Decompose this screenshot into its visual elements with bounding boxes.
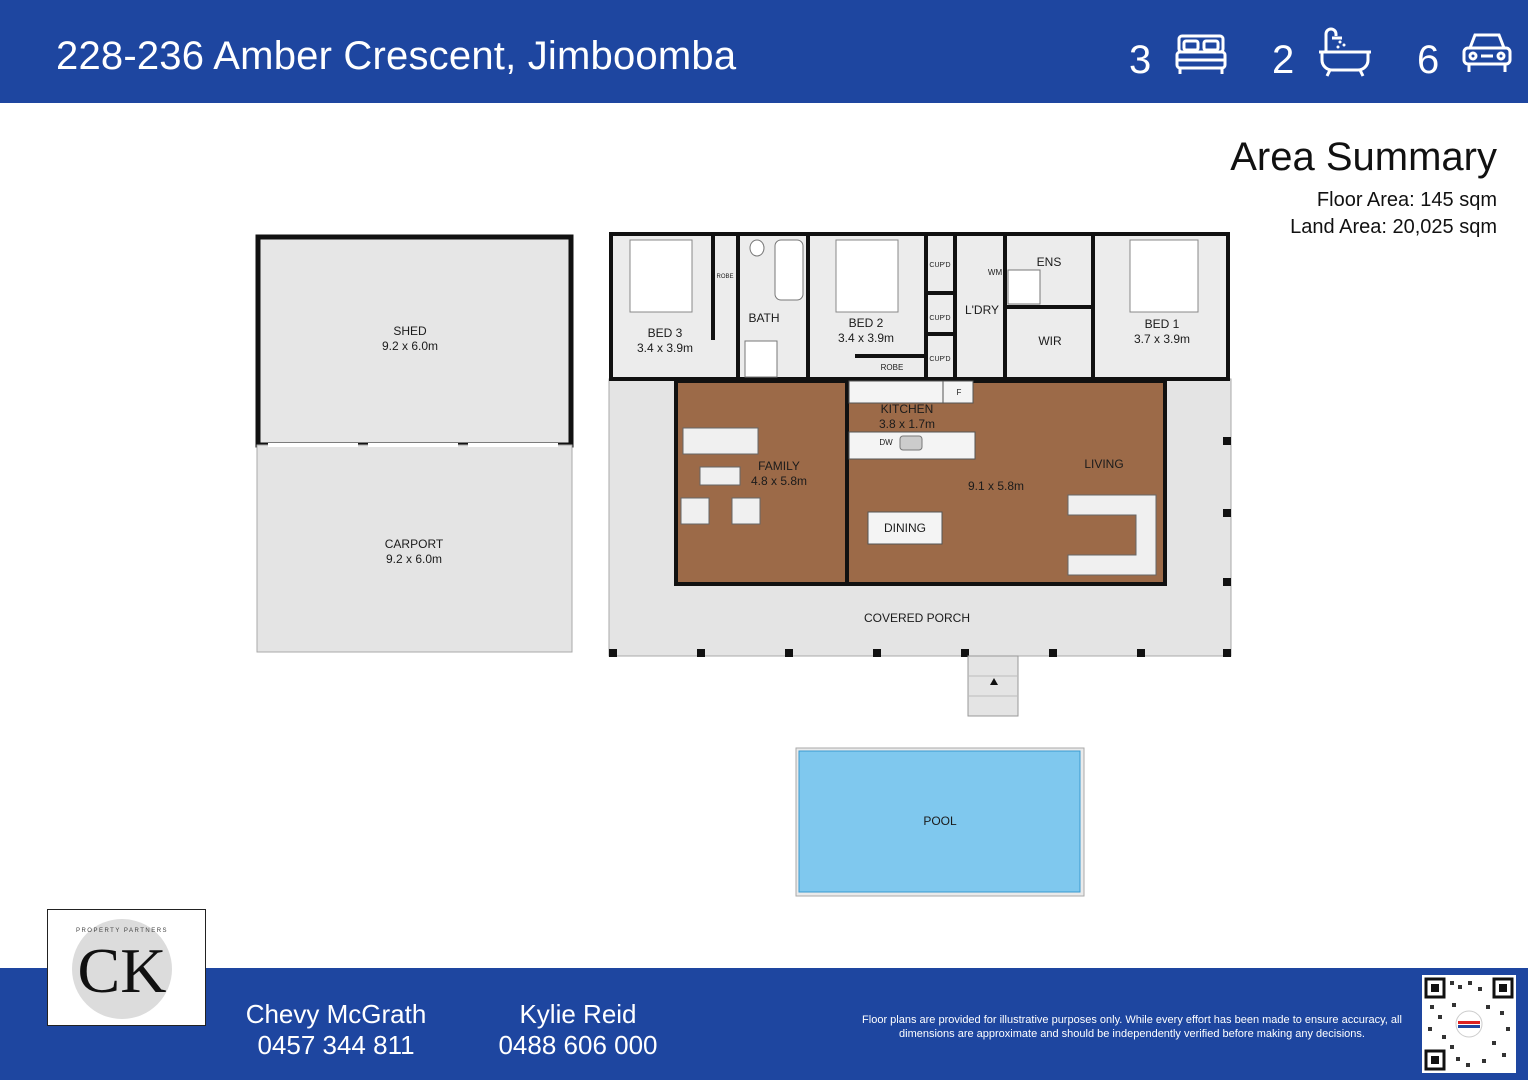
qr-code-icon	[1424, 977, 1514, 1071]
bed1-size: 3.7 x 3.9m	[1134, 332, 1190, 346]
living-label: LIVING	[1084, 457, 1123, 471]
ens-label: ENS	[1037, 255, 1062, 269]
land-area: Land Area: 20,025 sqm	[1290, 216, 1497, 238]
robe-label: ROBE	[881, 363, 904, 372]
bed-icon	[1175, 34, 1227, 74]
laundry-label: L'DRY	[965, 303, 999, 317]
shed-label: SHED	[393, 324, 427, 338]
agent-card-1: Chevy McGrath 0457 344 811	[236, 999, 436, 1061]
pool-label: POOL	[923, 814, 957, 828]
bed3-label: BED 3	[648, 326, 683, 340]
property-address: 228-236 Amber Crescent, Jimboomba	[56, 34, 737, 78]
shed: SHED 9.2 x 6.0m	[255, 234, 574, 448]
bed-count: 3	[1129, 38, 1152, 82]
bath-count: 2	[1272, 38, 1295, 82]
floor-area: Floor Area: 145 sqm	[1316, 189, 1497, 211]
shed-size: 9.2 x 6.0m	[382, 339, 438, 353]
kitchen-label: KITCHEN	[881, 402, 934, 416]
agent-name: Chevy McGrath	[245, 999, 427, 1029]
car-count: 6	[1417, 38, 1440, 82]
bathtub-icon	[1319, 27, 1371, 77]
car-icon	[1462, 33, 1512, 72]
room-labels-living: KITCHEN 3.8 x 1.7m FAMILY 4.8 x 5.8m LIV…	[751, 388, 1124, 535]
bed2-size: 3.4 x 3.9m	[838, 331, 894, 345]
cupd-label-3: CUP'D	[929, 356, 950, 363]
qr-code[interactable]	[1422, 975, 1516, 1073]
entry-steps	[967, 655, 1019, 717]
bed2-label: BED 2	[849, 316, 884, 330]
cupd-label-1: CUP'D	[929, 262, 950, 269]
wir-label: WIR	[1038, 334, 1062, 348]
ck-logo-icon: CK PROPERTY PARTNERS	[72, 919, 172, 1019]
family-size: 4.8 x 5.8m	[751, 474, 807, 488]
dishwasher-label: DW	[879, 438, 893, 447]
cupd-label-2: CUP'D	[929, 315, 950, 322]
bath-label: BATH	[748, 311, 779, 325]
porch-label: COVERED PORCH	[864, 611, 970, 625]
logo-text: CK	[78, 935, 167, 1006]
living-size: 9.1 x 5.8m	[968, 479, 1024, 493]
agent-card-2: Kylie Reid 0488 606 000	[478, 999, 678, 1061]
carport-label: CARPORT	[385, 537, 444, 551]
family-label: FAMILY	[758, 459, 800, 473]
pool: POOL	[795, 747, 1085, 897]
bed3-size: 3.4 x 3.9m	[637, 341, 693, 355]
area-summary-title: Area Summary	[1230, 135, 1497, 179]
robe-small-label: ROBE	[716, 274, 733, 280]
agent-phone[interactable]: 0488 606 000	[498, 1030, 658, 1060]
bed1-label: BED 1	[1145, 317, 1180, 331]
agent-phone[interactable]: 0457 344 811	[257, 1030, 415, 1060]
logo-ring-text: PROPERTY PARTNERS	[76, 928, 168, 934]
dining-label: DINING	[884, 521, 926, 535]
footer-bar	[0, 968, 1528, 1080]
carport-size: 9.2 x 6.0m	[386, 552, 442, 566]
carport: CARPORT 9.2 x 6.0m	[256, 443, 573, 653]
agency-logo: CK PROPERTY PARTNERS	[47, 909, 206, 1026]
kitchen-size: 3.8 x 1.7m	[879, 417, 935, 431]
disclaimer-text: Floor plans are provided for illustrativ…	[862, 1014, 1402, 1040]
fridge-label: F	[957, 388, 962, 397]
header-bar: 228-236 Amber Crescent, Jimboomba 3 2 6	[0, 0, 1528, 103]
agent-name: Kylie Reid	[519, 999, 637, 1029]
room-labels-bedrooms: BED 3 3.4 x 3.9m BATH BED 2 3.4 x 3.9m L…	[637, 255, 1190, 372]
wm-label: WM	[988, 268, 1003, 277]
